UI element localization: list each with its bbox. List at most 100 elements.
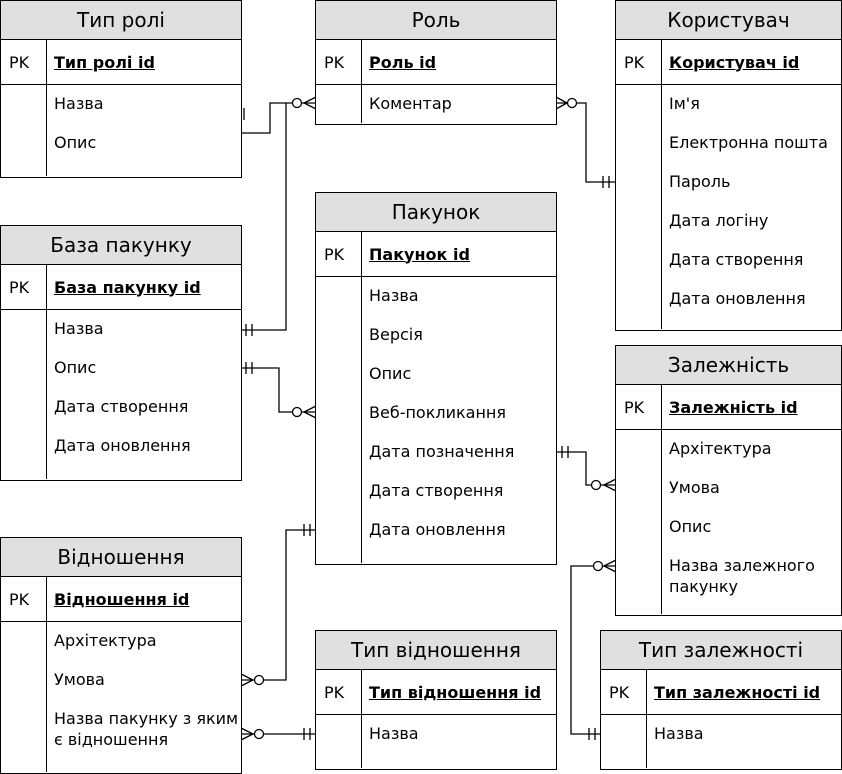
pk-row: PK Пакунок id xyxy=(316,232,556,277)
pk-field: Відношення id xyxy=(54,589,190,609)
attribute: Електронна пошта xyxy=(669,133,828,152)
attribute: Архітектура xyxy=(54,631,157,650)
attribute-list: Архітектура Умова Назва пакунку з яким є… xyxy=(1,622,241,772)
attribute: Ім'я xyxy=(669,94,700,113)
crowsfoot-zero-mark xyxy=(253,728,265,740)
attribute: Назва xyxy=(369,286,419,305)
pk-row: PK Залежність id xyxy=(616,385,841,430)
attribute-list: Назва Опис xyxy=(1,85,241,176)
entity-dependency-type: Тип залежності PK Тип залежності id Назв… xyxy=(600,630,842,770)
entity-title: База пакунку xyxy=(1,226,241,265)
crowsfoot-zero-mark xyxy=(291,406,303,418)
crowsfoot-many-mark xyxy=(240,673,255,687)
entity-title: Відношення xyxy=(1,538,241,577)
crowsfoot-zero-mark xyxy=(253,674,265,686)
attribute: Версія xyxy=(369,325,423,344)
attribute: Назва xyxy=(54,94,104,113)
crowsfoot-many-mark xyxy=(302,405,317,419)
attribute: Опис xyxy=(54,133,97,152)
attribute: Дата логіну xyxy=(669,211,769,230)
attribute: є відношення xyxy=(54,730,169,749)
rel-package-base-role xyxy=(241,103,287,331)
entity-relation-type: Тип відношення PK Тип відношення id Назв… xyxy=(315,630,557,770)
pk-row: PK Роль id xyxy=(316,40,556,85)
attribute: Назва залежного xyxy=(669,556,815,575)
pk-label: PK xyxy=(324,244,345,264)
entity-title: Тип ролі xyxy=(1,1,241,40)
pk-field: База пакунку id xyxy=(54,277,201,297)
pk-field: Тип відношення id xyxy=(369,682,542,702)
pk-label: PK xyxy=(624,52,645,72)
entity-title: Роль xyxy=(316,1,556,40)
rel-role-type-role xyxy=(241,102,316,134)
attribute: Пароль xyxy=(669,172,731,191)
pk-field: Роль id xyxy=(369,52,437,72)
crowsfoot-zero-mark xyxy=(291,97,303,109)
entity-title: Тип залежності xyxy=(601,631,841,670)
attribute-list: Архітектура Умова Опис Назва залежного п… xyxy=(616,430,841,614)
pk-label: PK xyxy=(9,589,30,609)
attribute-list: Назва xyxy=(601,715,841,768)
pk-row: PK Тип відношення id xyxy=(316,670,556,715)
rel-package-dependency xyxy=(556,451,616,486)
entity-title: Залежність xyxy=(616,346,841,385)
rel-role-user xyxy=(556,102,616,183)
attribute: Опис xyxy=(54,358,97,377)
entity-package: Пакунок PK Пакунок id Назва Версія Опис … xyxy=(315,192,557,565)
attribute: Дата оновлення xyxy=(369,520,506,539)
entity-package-base: База пакунку PK База пакунку id Назва Оп… xyxy=(0,225,242,481)
crowsfoot-zero-mark xyxy=(566,97,578,109)
attribute: пакунку xyxy=(669,577,738,596)
entity-role: Роль PK Роль id Коментар xyxy=(315,0,557,125)
pk-row: PK Тип залежності id xyxy=(601,670,841,715)
crowsfoot-zero-mark xyxy=(592,560,604,572)
pk-label: PK xyxy=(624,397,645,417)
entity-title: Пакунок xyxy=(316,193,556,232)
attribute: Назва xyxy=(654,724,704,743)
attribute-list: Ім'я Електронна пошта Пароль Дата логіну… xyxy=(616,85,841,329)
pk-label: PK xyxy=(9,277,30,297)
pk-field: Користувач id xyxy=(669,52,800,72)
pk-row: PK База пакунку id xyxy=(1,265,241,310)
crowsfoot-many-mark xyxy=(602,478,617,492)
crowsfoot-many-mark xyxy=(240,727,255,741)
pk-label: PK xyxy=(324,52,345,72)
pk-label: PK xyxy=(609,682,630,702)
entity-title: Користувач xyxy=(616,1,841,40)
attribute: Дата оновлення xyxy=(669,289,806,308)
pk-field: Тип залежності id xyxy=(654,682,821,702)
crowsfoot-many-mark xyxy=(555,96,569,110)
pk-field: Залежність id xyxy=(669,397,798,417)
pk-row: PK Відношення id xyxy=(1,577,241,622)
attribute: Дата створення xyxy=(369,481,504,500)
pk-row: PK Тип ролі id xyxy=(1,40,241,85)
attribute: Назва пакунку з яким xyxy=(54,709,239,728)
attribute-list: Назва xyxy=(316,715,556,768)
entity-role-type: Тип ролі PK Тип ролі id Назва Опис xyxy=(0,0,242,178)
pk-field: Тип ролі id xyxy=(54,52,155,72)
attribute: Дата оновлення xyxy=(54,436,191,455)
attribute: Дата створення xyxy=(669,250,804,269)
attribute: Дата створення xyxy=(54,397,189,416)
rel-package-base-package xyxy=(241,367,316,413)
attribute: Опис xyxy=(669,517,712,536)
attribute: Опис xyxy=(369,364,412,383)
attribute-list: Назва Версія Опис Веб-покликання Дата по… xyxy=(316,277,556,563)
attribute: Умова xyxy=(669,478,720,497)
attribute: Дата позначення xyxy=(369,442,515,461)
pk-row: PK Користувач id xyxy=(616,40,841,85)
crowsfoot-many-mark xyxy=(602,559,617,573)
pk-label: PK xyxy=(324,682,345,702)
attribute: Архітектура xyxy=(669,439,772,458)
entity-relation: Відношення PK Відношення id Архітектура … xyxy=(0,537,242,774)
entity-user: Користувач PK Користувач id Ім'я Електро… xyxy=(615,0,842,331)
pk-field: Пакунок id xyxy=(369,244,470,264)
entity-title: Тип відношення xyxy=(316,631,556,670)
attribute: Коментар xyxy=(369,94,452,113)
attribute: Умова xyxy=(54,670,105,689)
attribute-list: Назва Опис Дата створення Дата оновлення xyxy=(1,310,241,479)
entity-dependency: Залежність PK Залежність id Архітектура … xyxy=(615,345,842,616)
crowsfoot-many-mark xyxy=(302,96,317,110)
